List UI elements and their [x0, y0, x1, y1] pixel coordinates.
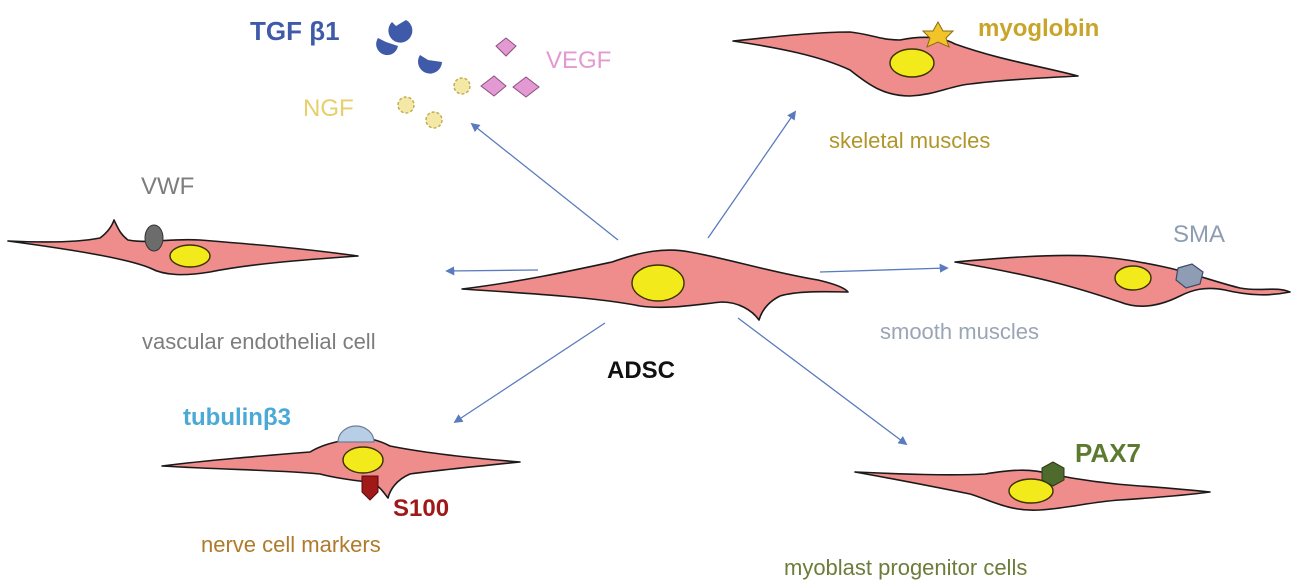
- skeletal-nucleus: [889, 48, 935, 78]
- adsc-cell: [461, 249, 849, 321]
- tgf-beta1-molecule-icon: [388, 20, 413, 43]
- vegf-molecule-icon: [512, 76, 540, 98]
- tubulin-beta3-marker-icon: [337, 425, 375, 443]
- pax7-marker-icon: [1041, 461, 1065, 487]
- sma-marker-icon: [1175, 263, 1204, 289]
- arrow-to-smooth-muscle: [819, 263, 949, 273]
- arrow-to-myoblast: [737, 317, 908, 446]
- arrow-to-vascular-cell: [445, 266, 539, 276]
- ngf-molecule-icon: [397, 96, 415, 114]
- s100-label: S100: [393, 495, 449, 522]
- tgf-beta1-molecule-icon: [376, 38, 398, 56]
- vascular-endothelial-cell: VWF vascular endothelial cell: [7, 173, 376, 354]
- s100-marker-icon: [361, 475, 379, 501]
- vascular-caption: vascular endothelial cell: [142, 329, 376, 354]
- arrow-to-nerve-cell: [453, 322, 606, 424]
- nerve-cell-body: [161, 437, 521, 499]
- myoblast-nucleus: [1008, 478, 1054, 504]
- arrows: [445, 110, 949, 446]
- ngf-label: NGF: [303, 95, 354, 122]
- vegf-label: VEGF: [546, 47, 611, 74]
- vwf-marker-icon: [144, 224, 164, 252]
- adsc-nucleus: [631, 264, 685, 302]
- sma-label: SMA: [1173, 221, 1225, 248]
- skeletal-muscle-cell: myoglobin skeletal muscles: [732, 15, 1099, 153]
- tgf-beta1-molecule-icon: [418, 55, 442, 74]
- nerve-cell: tubulinβ3 S100 nerve cell markers: [161, 404, 521, 557]
- ngf-molecule-icon: [425, 111, 443, 129]
- pax7-label: PAX7: [1075, 438, 1141, 468]
- myoglobin-marker-icon: [921, 20, 955, 48]
- growth-factors: TGF β1 VEGF NGF: [250, 16, 611, 129]
- myoblast-caption: myoblast progenitor cells: [784, 555, 1027, 580]
- nerve-nucleus: [342, 446, 384, 474]
- arrow-to-growth-factors: [470, 122, 619, 241]
- adsc-label: ADSC: [607, 357, 675, 384]
- tubulin-beta3-label: tubulinβ3: [183, 404, 291, 431]
- smooth-caption: smooth muscles: [880, 319, 1039, 344]
- tgf-beta1-label: TGF β1: [250, 16, 340, 46]
- nerve-caption: nerve cell markers: [201, 532, 381, 557]
- vwf-label: VWF: [141, 173, 194, 200]
- vascular-nucleus: [169, 244, 211, 268]
- skeletal-caption: skeletal muscles: [829, 128, 990, 153]
- ngf-molecule-icon: [453, 77, 471, 95]
- vegf-molecule-icon: [495, 37, 517, 57]
- myoglobin-label: myoglobin: [978, 15, 1099, 42]
- smooth-nucleus: [1114, 265, 1152, 291]
- smooth-muscle-cell: SMA smooth muscles: [880, 221, 1291, 344]
- arrow-to-skeletal-muscle: [707, 110, 797, 239]
- vegf-molecule-icon: [480, 75, 507, 97]
- myoblast-progenitor-cell: PAX7 myoblast progenitor cells: [784, 438, 1211, 580]
